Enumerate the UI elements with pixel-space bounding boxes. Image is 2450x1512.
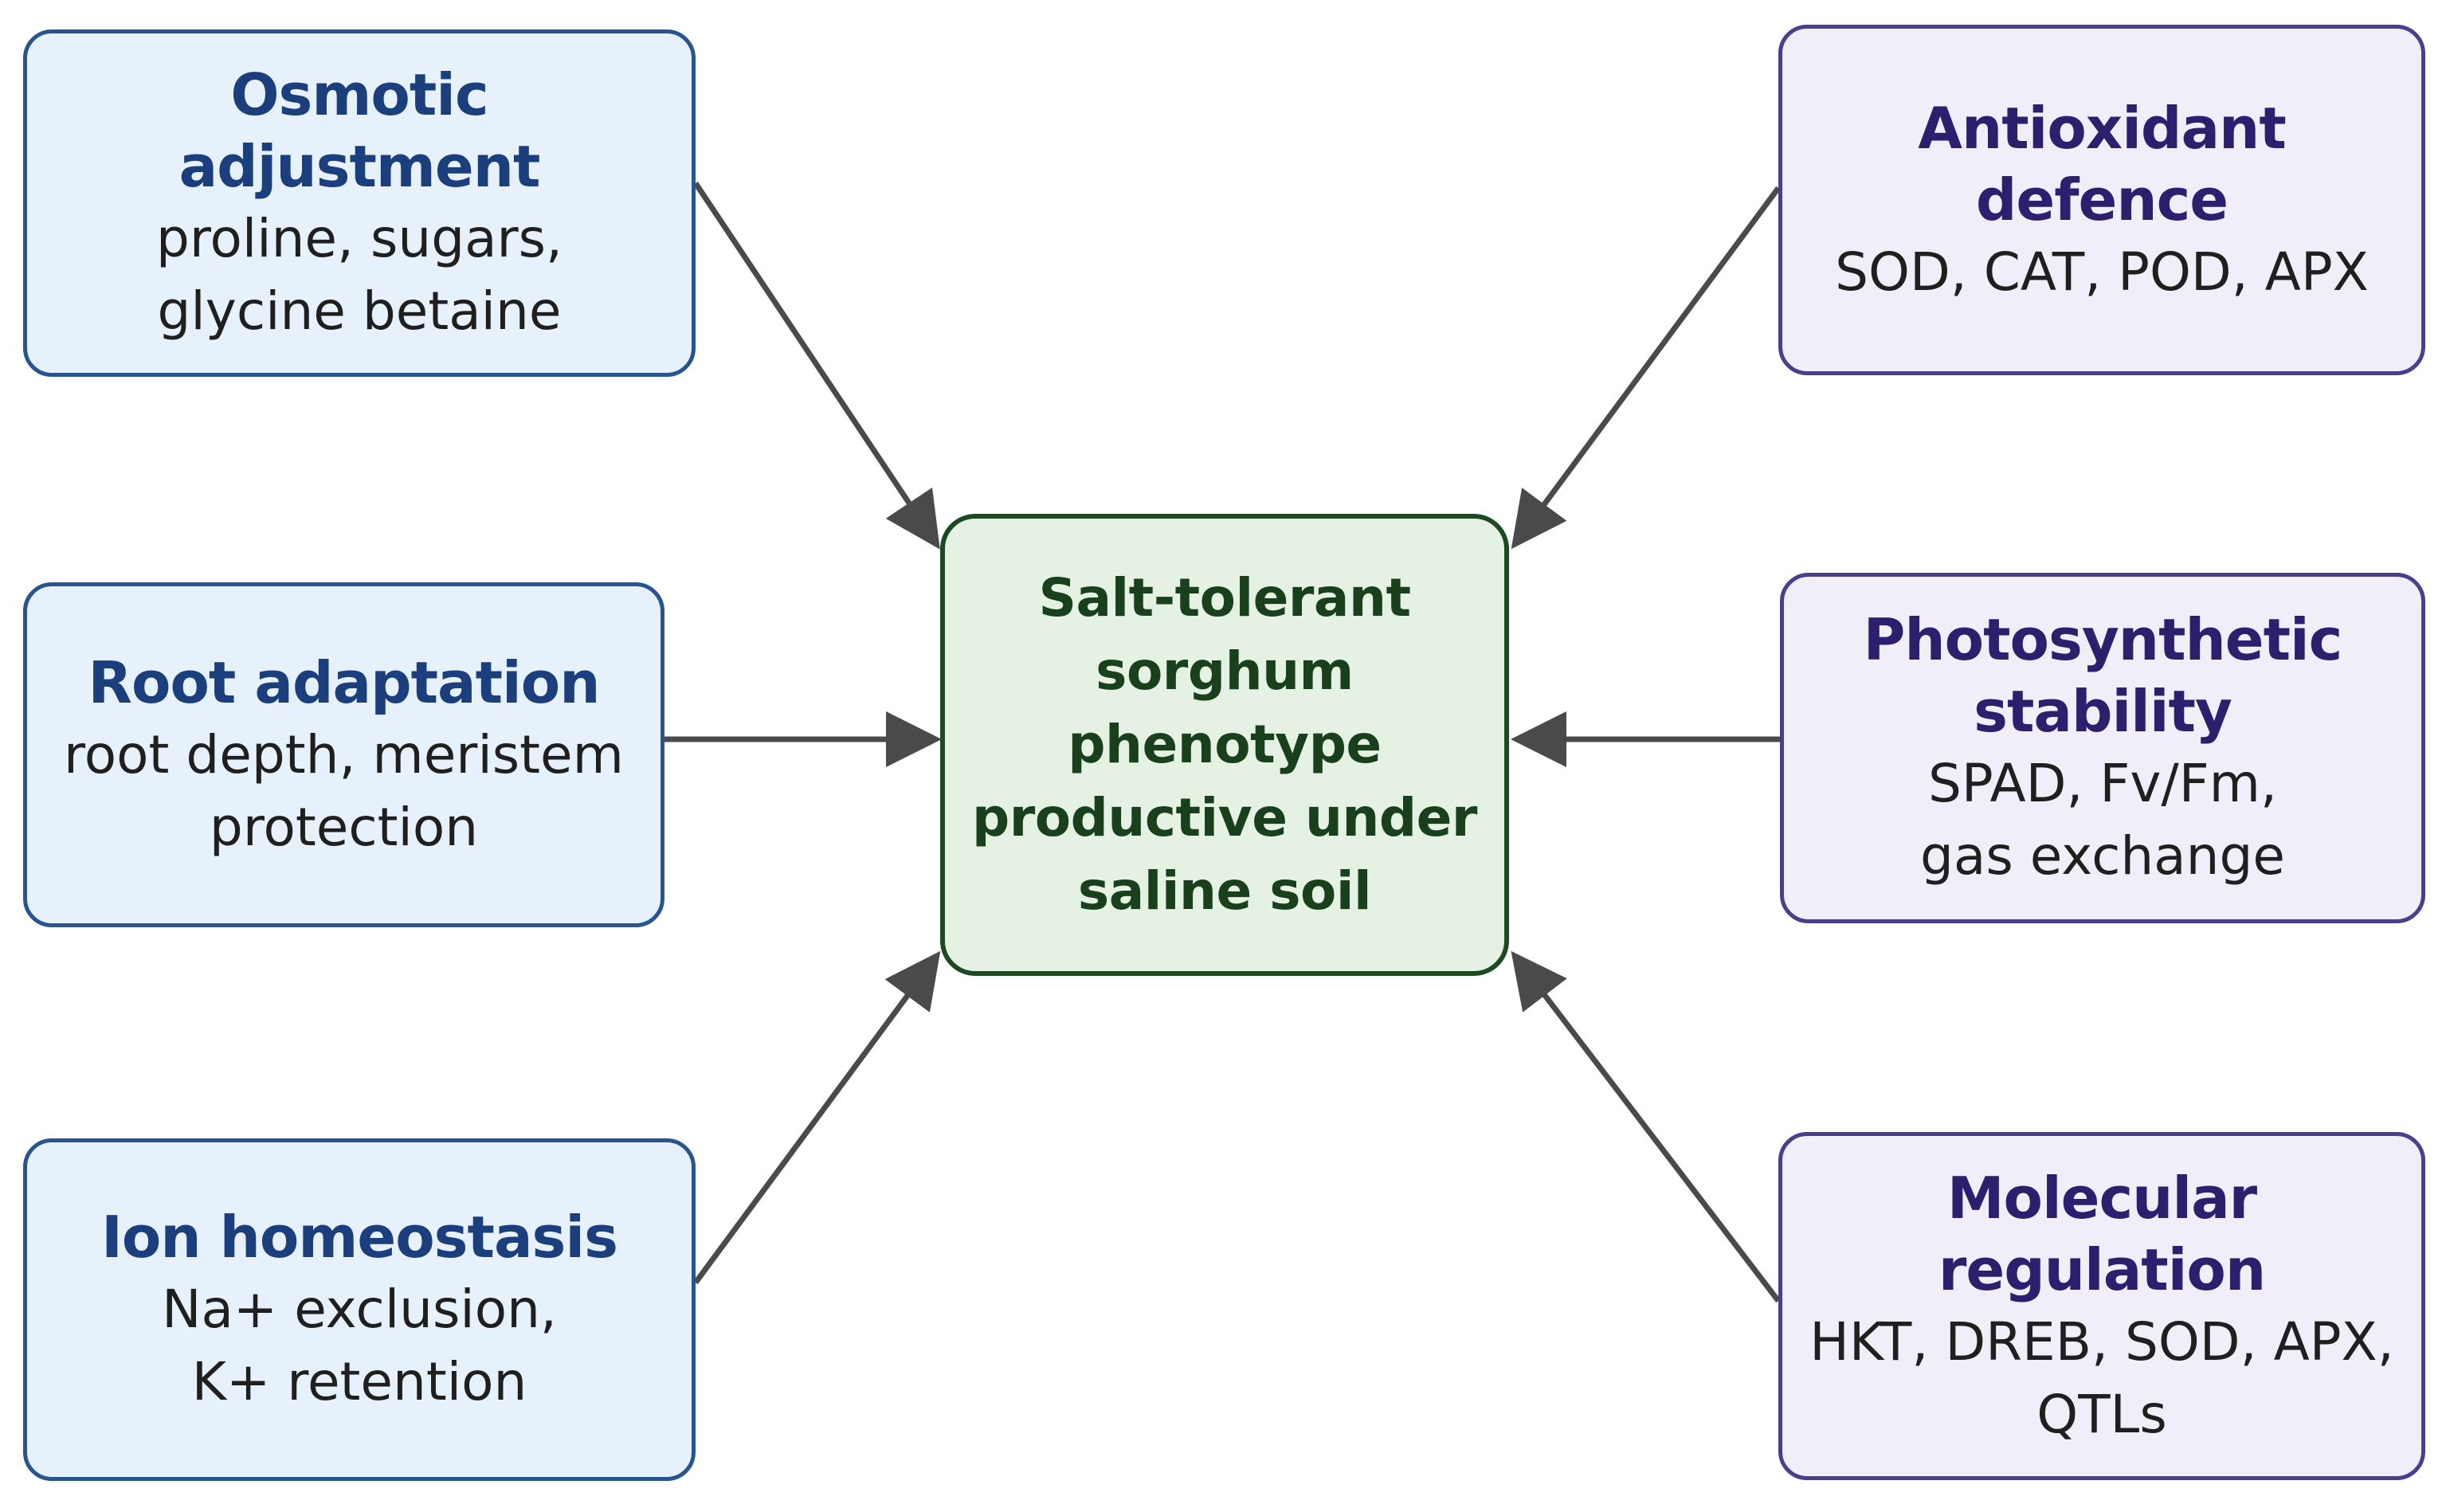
arrow-antioxidant	[1511, 186, 1781, 550]
arrow-ion	[693, 950, 941, 1285]
root-adaptation-title: Root adaptation	[88, 648, 601, 716]
osmotic-adjustment-title: Osmotic adjustment	[178, 61, 541, 200]
photosynthetic-stability-body: SPAD, Fv/Fm, gas exchange	[1920, 753, 2285, 887]
ion-homeostasis-box: Ion homeostasis Na+ exclusion, K+ retent…	[23, 1138, 696, 1481]
photosynthetic-stability-box: Photosynthetic stability SPAD, Fv/Fm, ga…	[1780, 573, 2425, 923]
antioxidant-defence-box: Antioxidant defence SOD, CAT, POD, APX	[1778, 25, 2425, 375]
molecular-regulation-body: HKT, DREB, SOD, APX, QTLs	[1809, 1310, 2394, 1445]
center-phenotype-box: Salt-tolerant sorghum phenotype producti…	[940, 514, 1509, 976]
osmotic-adjustment-box: Osmotic adjustment proline, sugars, glyc…	[23, 29, 696, 377]
osmotic-adjustment-body: proline, sugars, glycine betaine	[155, 208, 563, 342]
root-adaptation-body: root depth, meristem protection	[64, 723, 624, 858]
center-phenotype-text: Salt-tolerant sorghum phenotype producti…	[972, 567, 1477, 922]
arrow-osmotic	[693, 182, 940, 550]
antioxidant-defence-body: SOD, CAT, POD, APX	[1835, 241, 2369, 303]
root-adaptation-box: Root adaptation root depth, meristem pro…	[23, 582, 664, 927]
ion-homeostasis-title: Ion homeostasis	[101, 1204, 618, 1271]
antioxidant-defence-title: Antioxidant defence	[1918, 94, 2286, 233]
arrow-molecular	[1511, 950, 1781, 1303]
molecular-regulation-box: Molecular regulation HKT, DREB, SOD, APX…	[1778, 1132, 2425, 1480]
ion-homeostasis-body: Na+ exclusion, K+ retention	[162, 1279, 557, 1412]
photosynthetic-stability-title: Photosynthetic stability	[1863, 606, 2343, 745]
molecular-regulation-title: Molecular regulation	[1938, 1164, 2266, 1303]
